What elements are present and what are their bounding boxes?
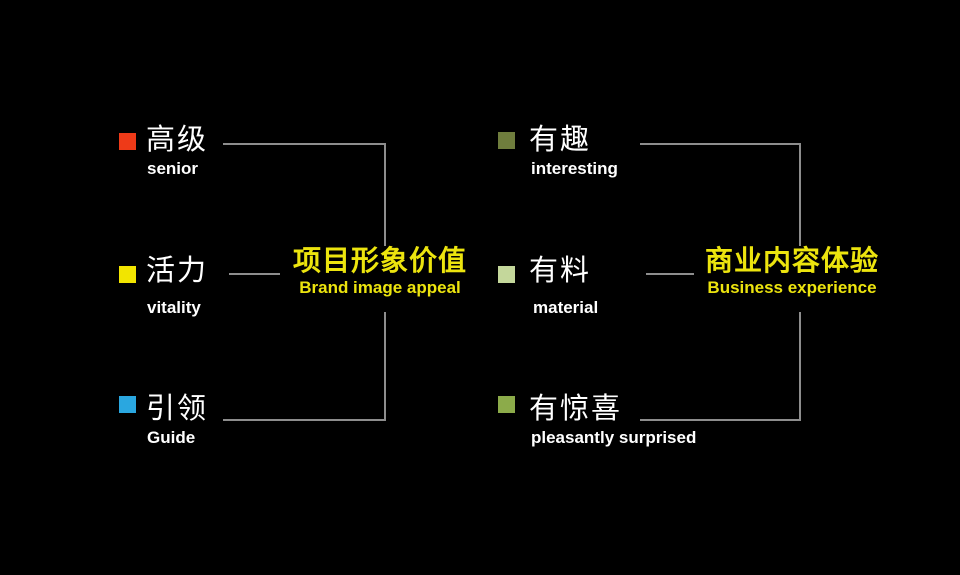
square-bullet-icon-senior bbox=[119, 133, 136, 150]
square-bullet-icon-interesting bbox=[498, 132, 515, 149]
square-bullet-icon-vitality bbox=[119, 266, 136, 283]
label-surprised-cn: 有惊喜 bbox=[529, 393, 623, 425]
label-vitality-cn: 活力 bbox=[146, 255, 209, 287]
label-material-cn: 有料 bbox=[529, 255, 592, 287]
left-title-en: Brand image appeal bbox=[299, 278, 461, 298]
left-bracket-bottom-line bbox=[223, 419, 386, 421]
label-surprised-en: pleasantly surprised bbox=[531, 428, 697, 447]
label-senior-cn: 高级 bbox=[146, 124, 209, 156]
square-bullet-icon-material bbox=[498, 266, 515, 283]
right-title-cn: 商业内容体验 bbox=[704, 245, 879, 276]
right-mid-connector-line bbox=[646, 273, 694, 275]
right-title-block: 商业内容体验 Business experience bbox=[697, 246, 887, 312]
label-interesting-cn: 有趣 bbox=[529, 124, 592, 156]
square-bullet-icon-surprised bbox=[498, 396, 515, 413]
label-senior-en: senior bbox=[147, 159, 199, 178]
left-title-block: 项目形象价值 Brand image appeal bbox=[285, 246, 475, 312]
label-vitality-en: vitality bbox=[147, 298, 201, 317]
label-guide-en: Guide bbox=[147, 428, 196, 447]
left-bracket-top-line bbox=[223, 143, 386, 145]
label-guide-cn: 引领 bbox=[146, 393, 209, 425]
right-title-en: Business experience bbox=[707, 278, 877, 298]
square-bullet-icon-guide bbox=[119, 396, 136, 413]
label-material-en: material bbox=[533, 298, 599, 317]
right-bracket-top-line bbox=[640, 143, 801, 145]
left-mid-connector-line bbox=[229, 273, 280, 275]
left-title-cn: 项目形象价值 bbox=[292, 245, 467, 276]
right-bracket-bottom-line bbox=[640, 419, 801, 421]
label-interesting-en: interesting bbox=[531, 159, 618, 178]
